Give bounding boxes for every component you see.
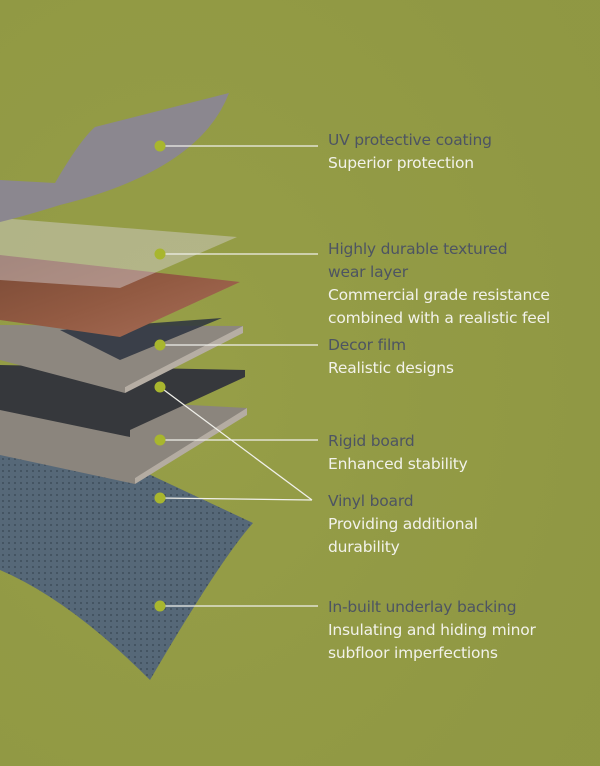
layer-title: Decor film [328,336,406,354]
layer-title: In-built underlay backing [328,598,517,616]
layer-desc: Superior protection [328,154,474,172]
uv-coating-dot [154,140,166,152]
layer-title: Highly durable textured [328,240,508,258]
underlay-dot [154,600,166,612]
layer-title: UV protective coating [328,131,492,149]
underlay-backing-layer [0,440,253,680]
layer-desc: Realistic designs [328,359,454,377]
vinyl-board-upper-dot [154,381,166,393]
vinyl-board-lower-dot [154,492,166,504]
decor-film-dot [154,339,166,351]
layer-desc: subfloor imperfections [328,644,498,662]
wear-layer [0,218,237,288]
decor-film-layer [0,255,240,337]
label-underlay: In-built underlay backing Insulating and… [328,596,593,665]
layer-desc: combined with a realistic feel [328,309,551,327]
label-vinyl-board: Vinyl board Providing additional durabil… [328,490,593,559]
layer-title: wear layer [328,263,408,281]
label-wear-layer: Highly durable textured wear layer Comme… [328,238,593,330]
label-rigid-board: Rigid board Enhanced stability [328,430,593,476]
layer-desc: durability [328,538,400,556]
label-decor-film: Decor film Realistic designs [328,334,593,380]
label-uv-coating: UV protective coating Superior protectio… [328,129,593,175]
rigid-board-layer [0,365,245,437]
layer-desc: Insulating and hiding minor [328,621,536,639]
layer-desc: Enhanced stability [328,455,468,473]
layer-title: Vinyl board [328,492,414,510]
layer-title: Rigid board [328,432,415,450]
layer-desc: Commercial grade resistance [328,286,550,304]
uv-coating-layer [0,93,229,222]
connector-lines [159,145,318,607]
layer-desc: Providing additional [328,515,478,533]
rigid-board-dot [154,434,166,446]
wear-layer-dot [154,248,166,260]
